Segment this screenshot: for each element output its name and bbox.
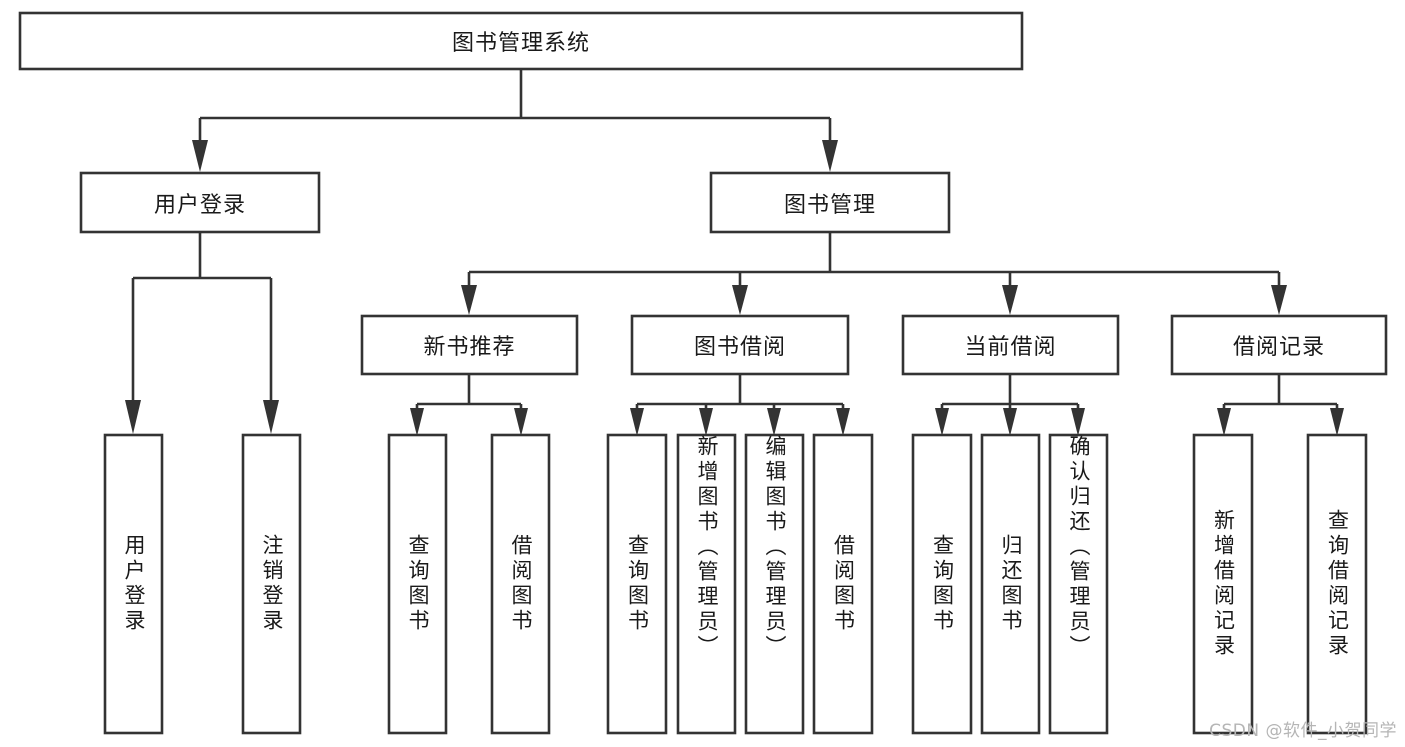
arrowhead-ul-leaf-1 — [125, 400, 141, 434]
node-user-login[interactable] — [79, 171, 321, 234]
leaf-current-borrow-2[interactable] — [980, 433, 1041, 735]
leaf-book-borrow-4[interactable] — [812, 433, 874, 735]
arrowhead-ul-leaf-2 — [263, 400, 279, 434]
leaf-book-borrow-3[interactable] — [744, 433, 805, 735]
leaf-new-book-1[interactable] — [387, 433, 448, 735]
arrowhead-nbr-1 — [410, 408, 424, 436]
leaf-current-borrow-1[interactable] — [911, 433, 973, 735]
arrowhead-user-login — [192, 140, 208, 172]
node-borrow-record[interactable] — [1170, 314, 1388, 376]
arrowhead-bb-3 — [767, 408, 781, 436]
arrowhead-br-2 — [1330, 408, 1344, 436]
leaf-user-login-1[interactable] — [103, 433, 164, 735]
arrowhead-br-1 — [1217, 408, 1231, 436]
leaf-book-borrow-2[interactable] — [676, 433, 737, 735]
node-book-borrow[interactable] — [630, 314, 850, 376]
arrowhead-bb-1 — [630, 408, 644, 436]
node-root-system[interactable] — [18, 11, 1024, 71]
leaf-user-login-2[interactable] — [241, 433, 302, 735]
arrowhead-cb-3 — [1071, 408, 1085, 436]
node-new-book-recommend[interactable] — [360, 314, 579, 376]
node-book-management[interactable] — [709, 171, 951, 234]
leaf-new-book-2[interactable] — [490, 433, 551, 735]
leaf-current-borrow-3[interactable] — [1048, 433, 1109, 735]
arrowhead-cb-1 — [935, 408, 949, 436]
arrowhead-book-manage — [822, 140, 838, 172]
arrowhead-cb-2 — [1003, 408, 1017, 436]
arrowhead-nbr-2 — [514, 408, 528, 436]
arrowhead-current-borrow — [1002, 285, 1018, 315]
leaf-book-borrow-1[interactable] — [606, 433, 668, 735]
leaf-borrow-record-2[interactable] — [1306, 433, 1368, 735]
arrowhead-new-book — [461, 285, 477, 315]
leaf-borrow-record-1[interactable] — [1192, 433, 1254, 735]
node-current-borrow[interactable] — [901, 314, 1120, 376]
arrowhead-bb-2 — [699, 408, 713, 436]
arrowhead-borrow-record — [1271, 285, 1287, 315]
arrowhead-book-borrow — [732, 285, 748, 315]
arrowhead-bb-4 — [836, 408, 850, 436]
